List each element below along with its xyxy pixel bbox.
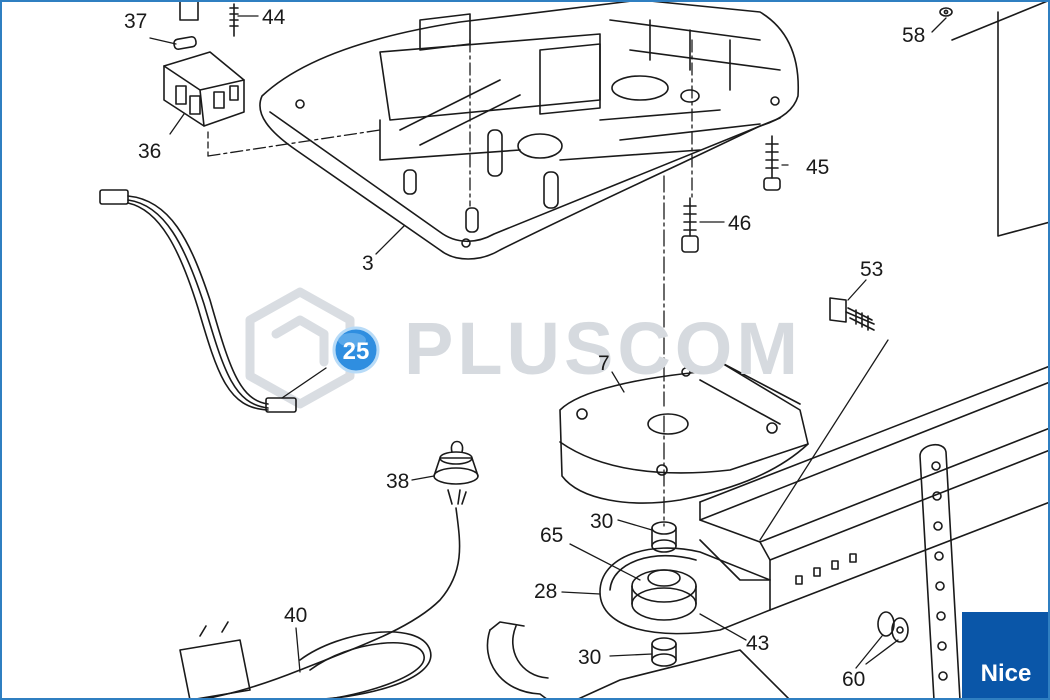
watermark-logo-icon <box>245 287 355 409</box>
label-part-30-top: 30 <box>590 510 613 533</box>
label-part-40: 40 <box>284 604 307 627</box>
part-65-pulley <box>631 569 697 621</box>
brand-logo: Nice <box>962 612 1050 700</box>
label-part-7: 7 <box>598 352 610 375</box>
part-37-fuse <box>173 35 197 51</box>
rail-assembly <box>699 365 1050 611</box>
label-part-36: 36 <box>138 140 161 163</box>
part-30-bushing-bottom <box>651 637 677 667</box>
label-part-28: 28 <box>534 580 557 603</box>
part-3-housing <box>259 0 800 260</box>
part-30-bushing-top <box>651 521 677 553</box>
part-58-screw <box>939 7 953 17</box>
part-45-screw <box>763 135 781 191</box>
label-part-65: 65 <box>540 524 563 547</box>
label-part-46: 46 <box>728 212 751 235</box>
part-25-badge: 25 <box>332 326 380 374</box>
part-25-badge-number: 25 <box>343 338 370 365</box>
part-40-power-cable <box>179 489 467 700</box>
label-part-53: 53 <box>860 258 883 281</box>
label-part-60: 60 <box>842 668 865 691</box>
watermark-text: PLUSCOM <box>404 307 802 390</box>
part-38-grommet <box>433 440 479 485</box>
lower-base-plate <box>575 649 791 700</box>
leader-lines <box>149 15 947 673</box>
label-part-58: 58 <box>902 24 925 47</box>
brand-logo-text: Nice <box>980 660 1032 687</box>
label-part-44: 44 <box>262 6 286 29</box>
label-part-3: 3 <box>362 252 374 275</box>
label-part-37: 37 <box>124 10 147 33</box>
wall-panel <box>951 0 1050 237</box>
part-25-wire-harness <box>99 189 297 413</box>
connector-top <box>179 0 199 21</box>
part-53-bolt <box>829 297 875 331</box>
part-44-screw <box>229 3 239 37</box>
part-46-screw <box>681 197 699 253</box>
part-7-gear-cover <box>559 361 809 504</box>
label-part-45: 45 <box>806 156 829 179</box>
part-60-washers <box>877 611 909 643</box>
label-part-38: 38 <box>386 470 409 493</box>
part-labels: 37 44 58 36 45 46 3 53 7 38 30 65 28 40 … <box>124 6 925 691</box>
lower-clamp <box>486 621 549 700</box>
part-28-belt <box>599 547 771 635</box>
perforated-bracket <box>919 444 961 700</box>
label-part-30-bottom: 30 <box>578 646 601 669</box>
part-36-terminal-block <box>163 51 245 127</box>
label-part-43: 43 <box>746 632 769 655</box>
